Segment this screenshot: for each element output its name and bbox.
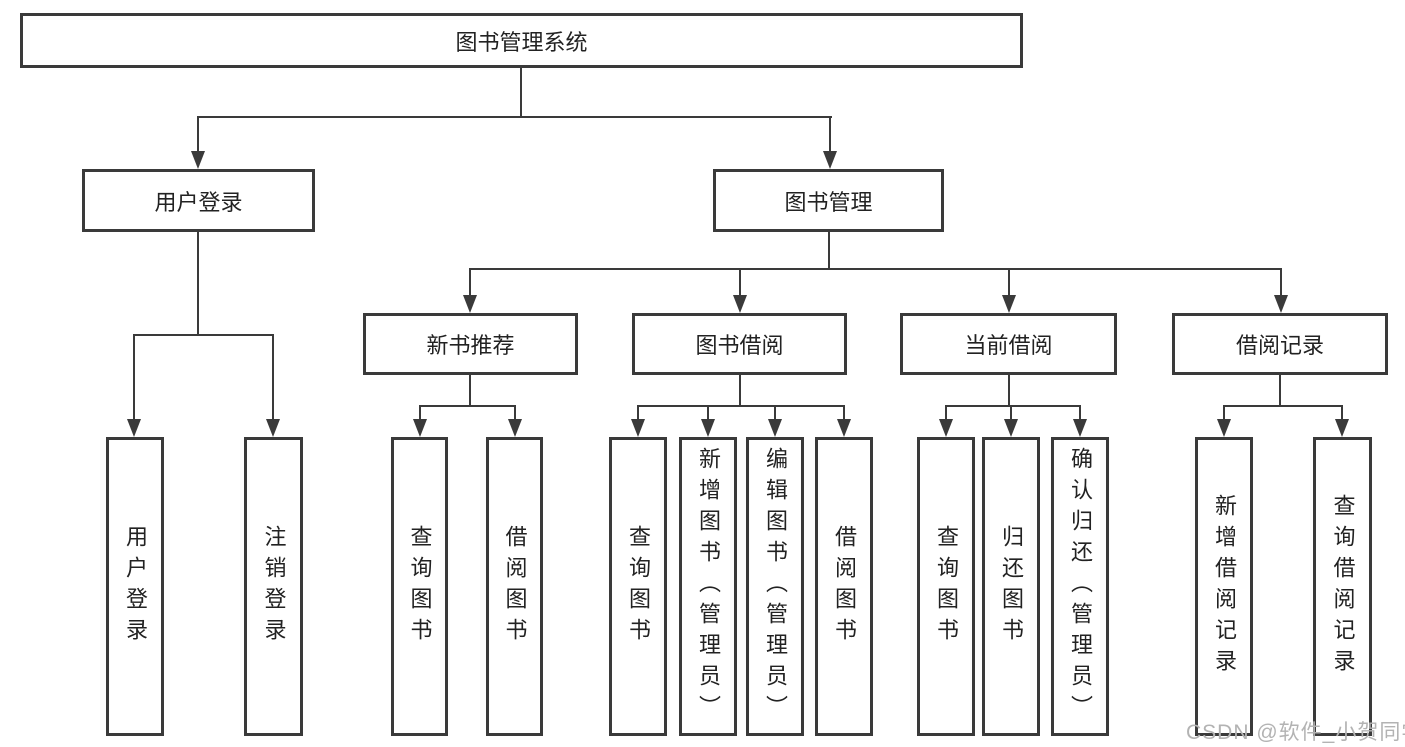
leaf-label: 查询图书 xyxy=(934,524,959,649)
leaf-label: 新增借阅记录 xyxy=(1212,493,1237,680)
node-library-management-system: 图书管理系统 xyxy=(20,13,1023,68)
node-current-borrow: 当前借阅 xyxy=(900,313,1117,375)
leaf-return-books: 归还图书 xyxy=(982,437,1040,736)
connector-line xyxy=(945,405,947,419)
connector-line xyxy=(469,375,471,407)
leaf-label: 确认归还（管理员） xyxy=(1068,447,1093,726)
connector-line xyxy=(1008,375,1010,407)
connector-arrow xyxy=(1004,419,1018,437)
connector-line xyxy=(829,116,831,152)
connector-line xyxy=(739,375,741,407)
connector-line xyxy=(419,405,516,407)
connector-arrow xyxy=(508,419,522,437)
connector-line xyxy=(272,334,274,419)
leaf-query-books-borrow: 查询图书 xyxy=(609,437,667,736)
connector-line xyxy=(945,405,1081,407)
leaf-add-books-admin: 新增图书（管理员） xyxy=(679,437,737,736)
connector-line xyxy=(419,405,421,419)
connector-arrow xyxy=(1002,295,1016,313)
connector-line xyxy=(520,68,522,118)
connector-arrow xyxy=(1073,419,1087,437)
connector-arrow xyxy=(631,419,645,437)
connector-line xyxy=(1279,375,1281,407)
leaf-borrow-books-recommend: 借阅图书 xyxy=(486,437,543,736)
leaf-label: 用户登录 xyxy=(123,524,148,649)
leaf-label: 借阅图书 xyxy=(502,524,528,649)
connector-arrow xyxy=(733,295,747,313)
node-book-borrow: 图书借阅 xyxy=(632,313,847,375)
leaf-query-books-recommend: 查询图书 xyxy=(391,437,448,736)
leaf-label: 借阅图书 xyxy=(832,524,857,649)
connector-line xyxy=(828,231,830,270)
connector-arrow xyxy=(823,151,837,169)
connector-line xyxy=(197,116,832,118)
connector-line xyxy=(1223,405,1343,407)
connector-arrow xyxy=(463,295,477,313)
connector-arrow xyxy=(1274,295,1288,313)
node-new-book-recommend: 新书推荐 xyxy=(363,313,578,375)
connector-arrow xyxy=(1217,419,1231,437)
leaf-logout: 注销登录 xyxy=(244,437,303,736)
node-borrow-records: 借阅记录 xyxy=(1172,313,1388,375)
connector-line xyxy=(1010,405,1012,419)
leaf-label: 查询借阅记录 xyxy=(1330,493,1356,680)
leaf-label: 编辑图书（管理员） xyxy=(763,447,788,726)
connector-arrow xyxy=(127,419,141,437)
node-user-login: 用户登录 xyxy=(82,169,315,232)
connector-arrow xyxy=(1335,419,1349,437)
node-book-management: 图书管理 xyxy=(713,169,944,232)
connector-arrow xyxy=(837,419,851,437)
connector-arrow xyxy=(191,151,205,169)
leaf-label: 查询图书 xyxy=(626,524,651,649)
connector-arrow xyxy=(413,419,427,437)
connector-arrow xyxy=(768,419,782,437)
connector-line xyxy=(1341,405,1343,419)
connector-line xyxy=(1079,405,1081,419)
connector-arrow xyxy=(701,419,715,437)
connector-line xyxy=(514,405,516,419)
leaf-label: 注销登录 xyxy=(261,524,287,649)
leaf-user-login: 用户登录 xyxy=(106,437,164,736)
connector-line xyxy=(1223,405,1225,419)
leaf-confirm-return-admin: 确认归还（管理员） xyxy=(1051,437,1109,736)
connector-line xyxy=(739,268,741,295)
leaf-borrow-books: 借阅图书 xyxy=(815,437,873,736)
connector-line xyxy=(637,405,845,407)
connector-line xyxy=(637,405,639,419)
leaf-query-borrow-record: 查询借阅记录 xyxy=(1313,437,1372,736)
connector-line xyxy=(1008,268,1010,295)
leaf-label: 归还图书 xyxy=(999,524,1024,649)
connector-line xyxy=(469,268,471,295)
csdn-watermark: CSDN @软件_小贺同学 xyxy=(1186,721,1405,744)
connector-line xyxy=(197,116,199,152)
leaf-label: 新增图书（管理员） xyxy=(696,447,721,726)
connector-line xyxy=(197,231,199,336)
connector-line xyxy=(133,334,135,419)
connector-arrow xyxy=(266,419,280,437)
connector-arrow xyxy=(939,419,953,437)
connector-line xyxy=(774,405,776,419)
leaf-query-books-current: 查询图书 xyxy=(917,437,975,736)
connector-line xyxy=(1280,268,1282,295)
leaf-edit-books-admin: 编辑图书（管理员） xyxy=(746,437,804,736)
connector-line xyxy=(707,405,709,419)
connector-line xyxy=(843,405,845,419)
leaf-add-borrow-record: 新增借阅记录 xyxy=(1195,437,1253,736)
leaf-label: 查询图书 xyxy=(407,524,433,649)
connector-line xyxy=(469,268,1282,270)
connector-line xyxy=(133,334,274,336)
